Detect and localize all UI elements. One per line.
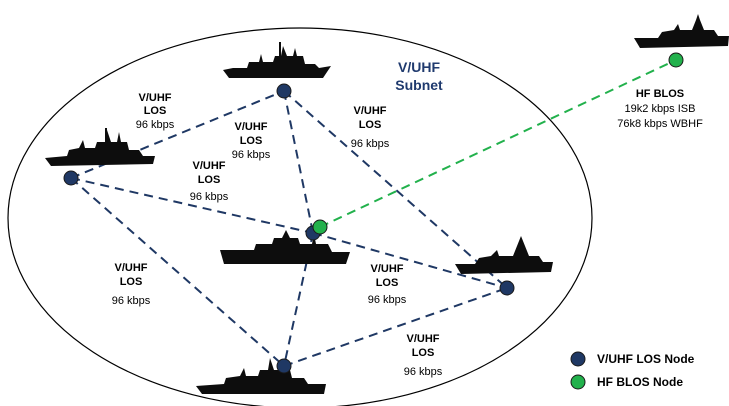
node-top xyxy=(276,83,292,99)
legend-vuhf-label: V/UHF LOS Node xyxy=(597,352,695,366)
hf-link-label: HF BLOS 19k2 kbps ISB 76k8 kbps WBHF xyxy=(617,88,703,130)
legend-hf-label: HF BLOS Node xyxy=(597,375,683,389)
legend-hf-swatch xyxy=(570,374,586,390)
link-label-e-l1: V/UHF xyxy=(115,262,148,274)
subnet-boundary xyxy=(7,27,593,406)
link-label-d: V/UHF LOS 96 kbps xyxy=(190,160,229,203)
hf-link-rate-wbhf: 76k8 kbps WBHF xyxy=(617,118,703,130)
link-label-c-l1: V/UHF xyxy=(354,105,387,117)
link-label-a-l1: V/UHF xyxy=(139,92,172,104)
link-label-e-l2: LOS xyxy=(120,276,143,288)
node-left xyxy=(63,170,79,186)
link-f-line xyxy=(312,232,508,289)
hf-link-rate-isb: 19k2 kbps ISB xyxy=(625,103,696,115)
subnet-label-line2: Subnet xyxy=(395,77,443,93)
link-label-d-l2: LOS xyxy=(198,174,221,186)
node-hf-center xyxy=(312,219,328,235)
link-d-line xyxy=(70,177,314,234)
vuhf-links xyxy=(70,90,508,367)
ship-hf xyxy=(634,14,729,48)
link-label-g-l1: V/UHF xyxy=(407,333,440,345)
link-c-line xyxy=(283,90,508,289)
link-label-c: V/UHF LOS 96 kbps xyxy=(351,105,390,150)
link-label-e: V/UHF LOS 96 kbps xyxy=(112,262,151,307)
link-label-a-l2: LOS xyxy=(144,105,167,117)
ship-center xyxy=(220,230,350,264)
vuhf-nodes xyxy=(63,83,515,374)
link-label-d-l3: 96 kbps xyxy=(190,191,229,203)
ship-right xyxy=(455,236,553,274)
legend: V/UHF LOS Node HF BLOS Node xyxy=(570,351,695,390)
link-label-g-l3: 96 kbps xyxy=(404,366,443,378)
ship-top xyxy=(223,42,331,78)
link-label-c-l2: LOS xyxy=(359,119,382,131)
hf-nodes xyxy=(312,52,684,235)
subnet-label-line1: V/UHF xyxy=(398,59,440,75)
node-hf-remote xyxy=(668,52,684,68)
link-h-line xyxy=(283,287,508,367)
link-label-f: V/UHF LOS 96 kbps xyxy=(368,263,407,306)
node-right xyxy=(499,280,515,296)
link-label-f-l2: LOS xyxy=(376,277,399,289)
link-label-b-l3: 96 kbps xyxy=(232,149,271,161)
hf-link-title: HF BLOS xyxy=(636,88,684,100)
hf-link-line xyxy=(319,59,677,228)
link-label-a: V/UHF LOS 96 kbps xyxy=(136,92,175,131)
node-bottom xyxy=(276,358,292,374)
link-label-b: V/UHF LOS 96 kbps xyxy=(232,121,271,161)
link-e-line xyxy=(70,177,285,367)
link-label-f-l1: V/UHF xyxy=(371,263,404,275)
link-label-g: V/UHF LOS 96 kbps xyxy=(404,333,443,378)
link-label-g-l2: LOS xyxy=(412,347,435,359)
link-label-f-l3: 96 kbps xyxy=(368,294,407,306)
link-b-line xyxy=(283,90,314,234)
legend-vuhf-swatch xyxy=(570,351,586,367)
ship-left xyxy=(45,128,155,166)
ship-bottom xyxy=(196,358,326,394)
link-label-d-l1: V/UHF xyxy=(193,160,226,172)
link-label-b-l1: V/UHF xyxy=(235,121,268,133)
link-label-a-l3: 96 kbps xyxy=(136,119,175,131)
link-label-b-l2: LOS xyxy=(240,135,263,147)
link-label-e-l3: 96 kbps xyxy=(112,295,151,307)
link-label-c-l3: 96 kbps xyxy=(351,138,390,150)
